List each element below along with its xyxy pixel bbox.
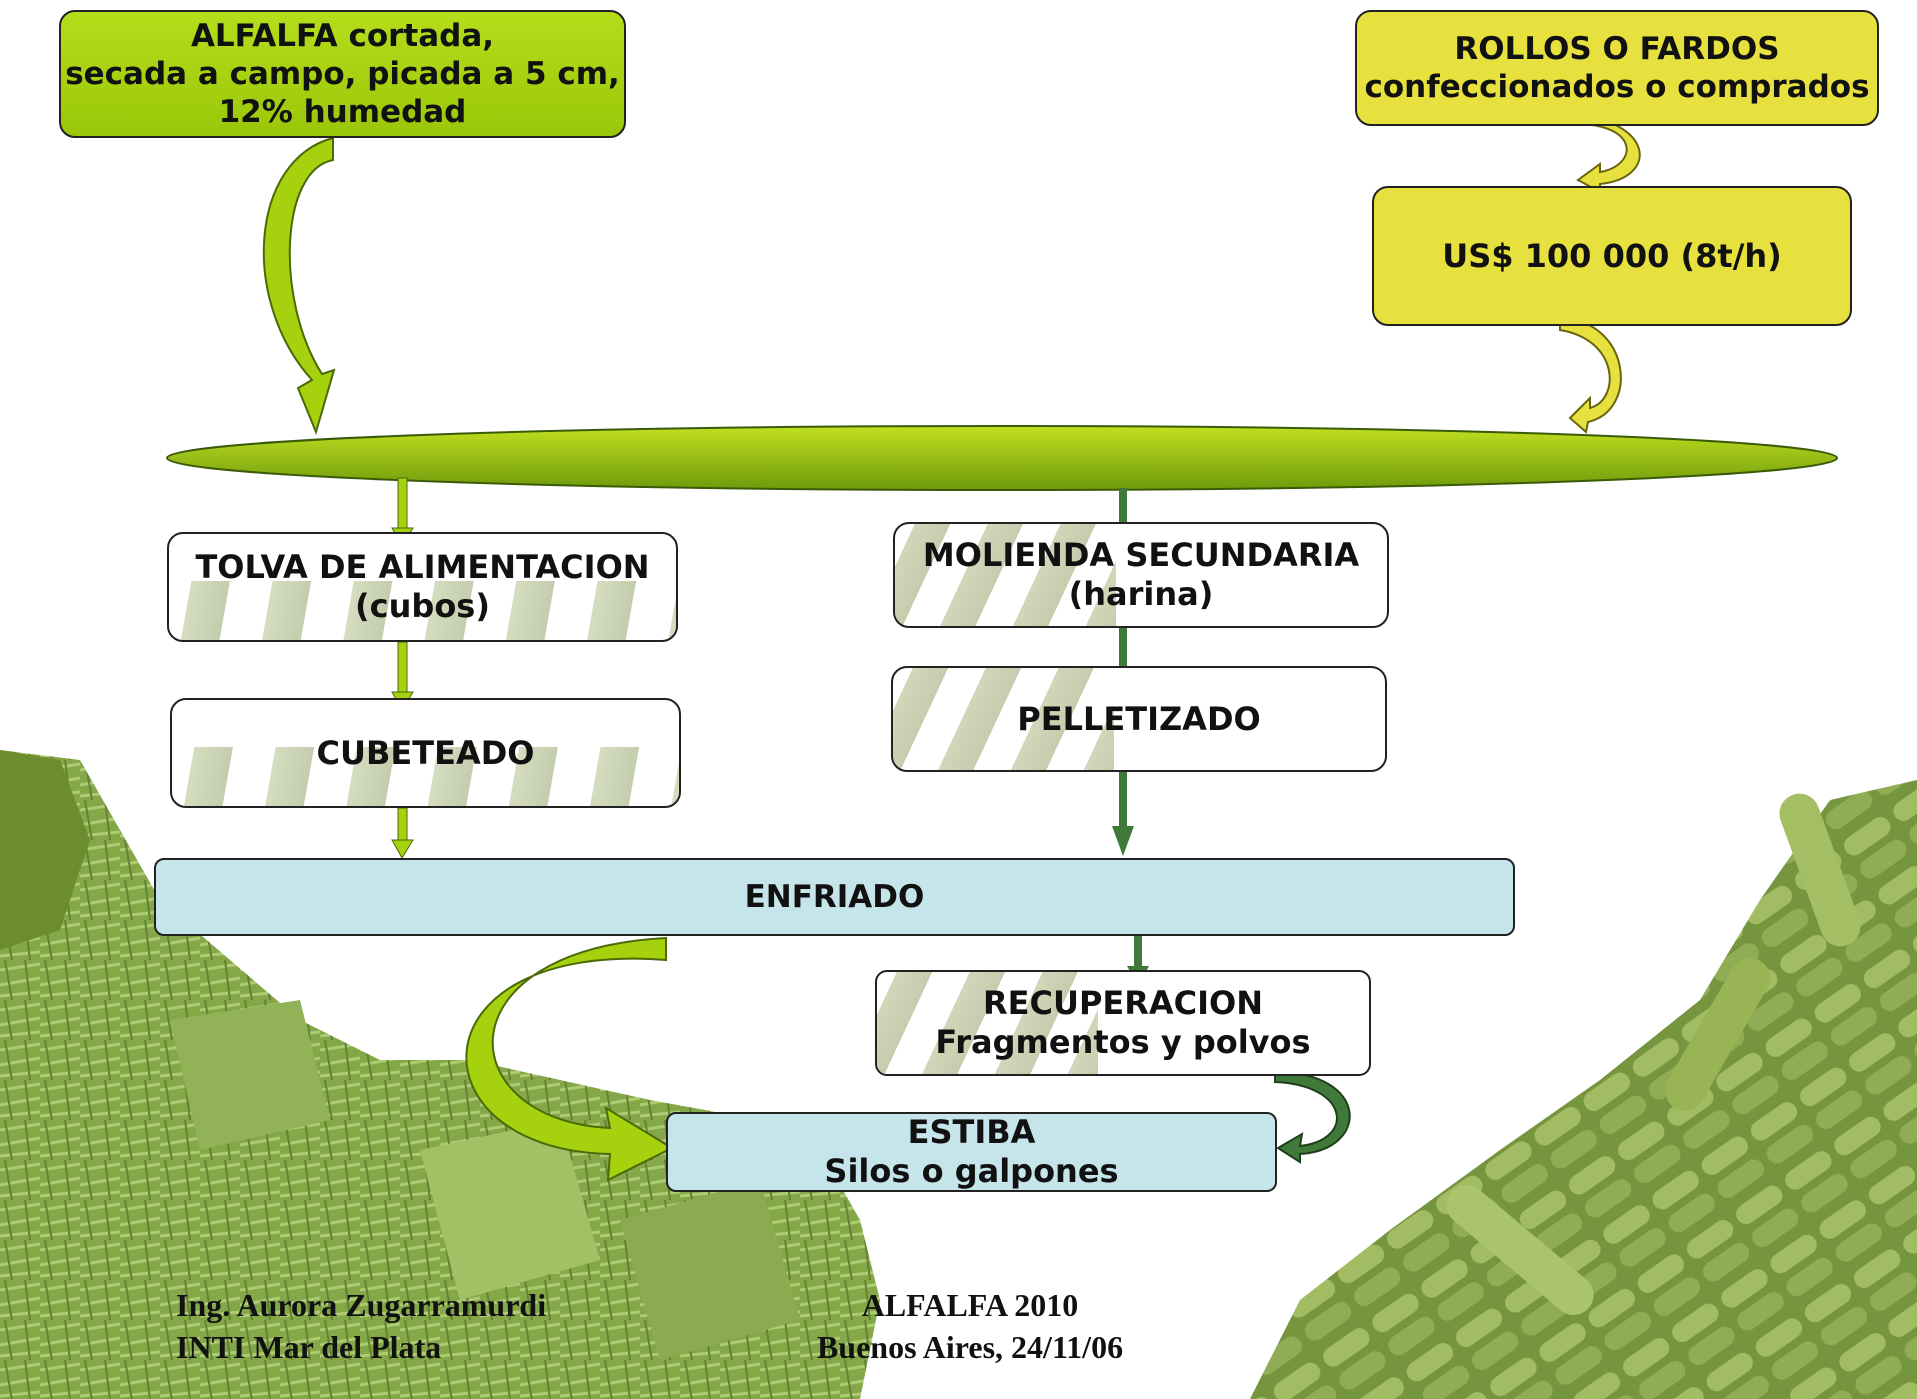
molienda-line-2: (harina) (1068, 575, 1214, 613)
cubes-texture (172, 746, 679, 806)
footer-center: ALFALFA 2010 Buenos Aires, 24/11/06 (760, 1284, 1180, 1368)
hay-cubes-image (0, 750, 880, 1399)
recuperacion-line-1: RECUPERACION (982, 984, 1264, 1022)
box-enfriado: ENFRIADO (154, 858, 1515, 936)
arrow-enfriado-to-estiba (465, 936, 675, 1182)
footer-author: Ing. Aurora Zugarramurdi (176, 1287, 547, 1323)
footer-left: Ing. Aurora Zugarramurdi INTI Mar del Pl… (176, 1284, 546, 1368)
rollos-line-2: confeccionados o comprados (1364, 69, 1870, 105)
box-costo: US$ 100 000 (8t/h) (1372, 186, 1852, 326)
rollos-line-1: ROLLOS O FARDOS (1454, 31, 1780, 67)
alfalfa-line-2: secada a campo, picada a 5 cm, (65, 56, 620, 92)
arrow-costo-to-disc (1559, 316, 1622, 434)
tolva-line-1: TOLVA DE ALIMENTACION (195, 548, 650, 586)
footer-place-date: Buenos Aires, 24/11/06 (816, 1329, 1124, 1365)
box-recuperacion: RECUPERACION Fragmentos y polvos (875, 970, 1371, 1076)
cubeteado-text: CUBETEADO (316, 733, 535, 772)
tolva-line-2: (cubos) (355, 587, 490, 625)
enfriado-text: ENFRIADO (744, 878, 925, 915)
recuperacion-line-2: Fragmentos y polvos (935, 1023, 1311, 1061)
alfalfa-line-1: ALFALFA cortada, (190, 18, 495, 54)
arrow-recuperacion-to-estiba (1274, 1070, 1351, 1164)
molienda-line-1: MOLIENDA SECUNDARIA (922, 536, 1360, 574)
arrow-alfalfa-to-disc (262, 136, 336, 436)
box-alfalfa: ALFALFA cortada, secada a campo, picada … (59, 10, 626, 138)
alfalfa-line-3: 12% humedad (218, 94, 467, 130)
footer-event: ALFALFA 2010 (861, 1287, 1079, 1323)
box-molienda: MOLIENDA SECUNDARIA (harina) (893, 522, 1389, 628)
pellets-image (1250, 780, 1917, 1399)
box-tolva: TOLVA DE ALIMENTACION (cubos) (167, 532, 678, 642)
box-cubeteado: CUBETEADO (170, 698, 681, 808)
footer-institution: INTI Mar del Plata (176, 1329, 442, 1365)
arrow-cubeteado-to-enfriado (391, 807, 414, 859)
arrow-disc-to-molienda (1119, 488, 1127, 524)
pellets-texture (895, 524, 1117, 626)
estiba-line-1: ESTIBA (907, 1113, 1036, 1151)
cubes-texture (169, 580, 676, 640)
arrow-pelletizado-to-enfriado (1112, 762, 1134, 856)
estiba-line-2: Silos o galpones (824, 1152, 1119, 1190)
pellets-texture (877, 972, 1099, 1074)
box-rollos: ROLLOS O FARDOS confeccionados o comprad… (1355, 10, 1879, 126)
costo-text: US$ 100 000 (8t/h) (1442, 236, 1782, 275)
box-pelletizado: PELLETIZADO (891, 666, 1387, 772)
pellets-texture (893, 668, 1115, 770)
pelletizado-text: PELLETIZADO (1017, 699, 1261, 738)
collector-disc (166, 425, 1838, 491)
box-estiba: ESTIBA Silos o galpones (666, 1112, 1277, 1192)
